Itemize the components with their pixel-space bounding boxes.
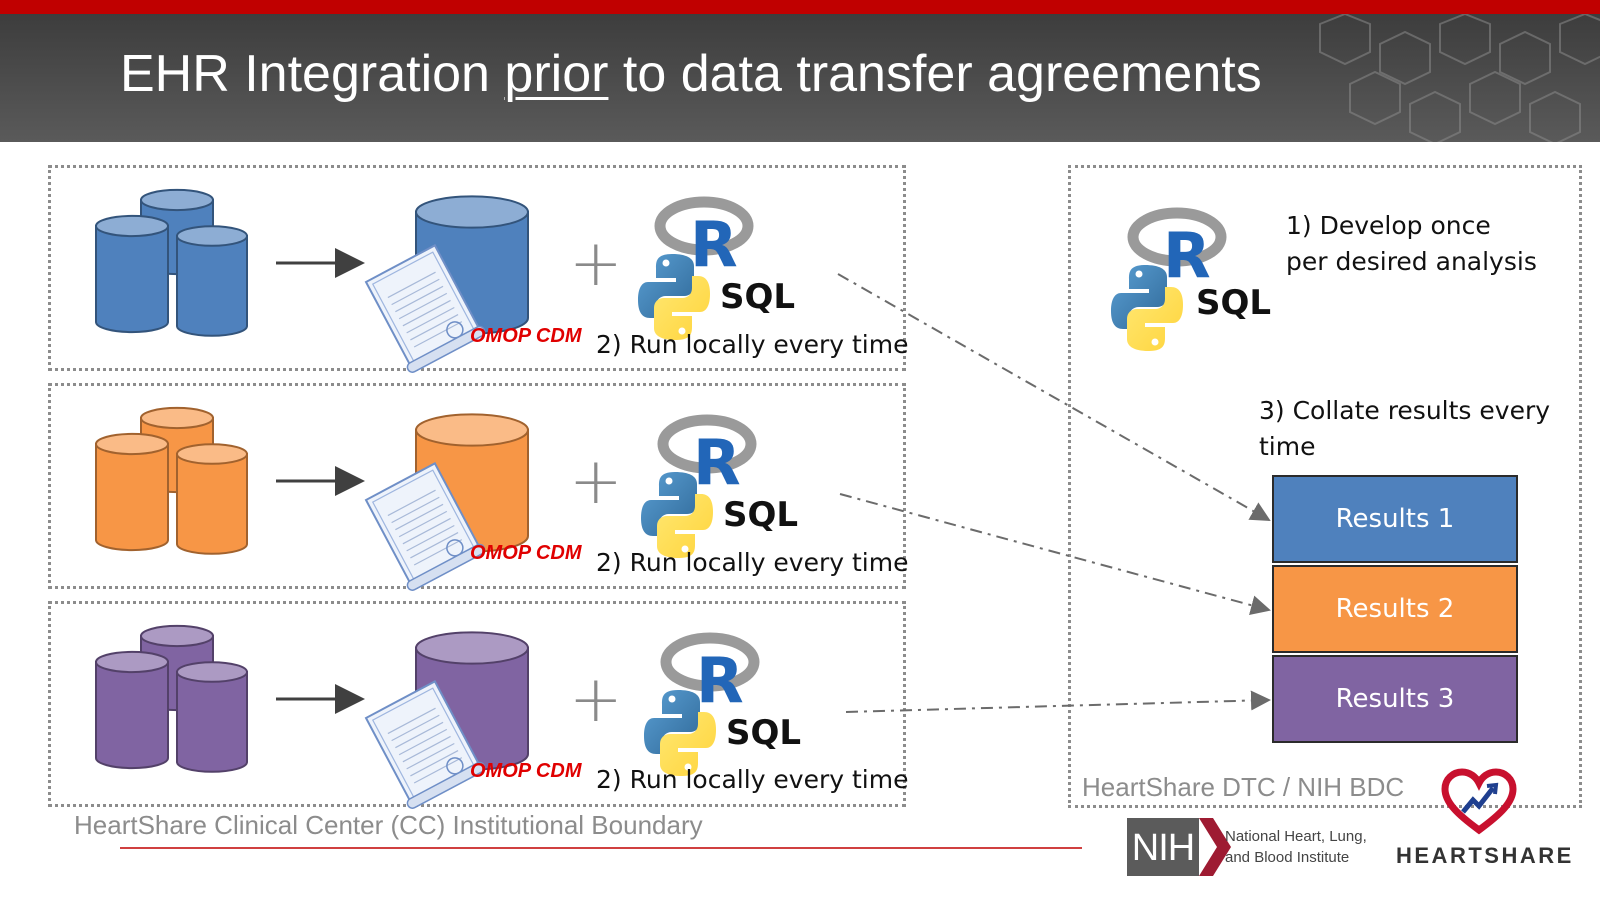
title-emphasis: prior (504, 45, 609, 103)
row3-graphics: R (95, 624, 760, 809)
results-3-box: Results 3 (1272, 655, 1518, 743)
row1-r-python-logos: R (638, 196, 754, 340)
row3-source-db-left (95, 650, 169, 770)
row1-plus: + (569, 227, 623, 301)
python-logo-icon (638, 254, 710, 340)
row1-source-db-right (176, 225, 248, 337)
row2-graphics: R (95, 406, 757, 591)
r-logo-letter: R (1163, 219, 1211, 292)
python-logo-icon (641, 472, 713, 558)
row2-source-db-left (95, 432, 169, 552)
row3-omop-label: OMOP CDM (470, 760, 582, 782)
r-logo-ring (657, 414, 757, 474)
row2-plus: + (569, 445, 623, 519)
row3-certificate-icon (364, 680, 486, 809)
row3-source-db-right (176, 661, 248, 773)
cc-row-1-panel (48, 165, 906, 371)
r-logo-ring (1127, 207, 1227, 267)
row2-omop-label: OMOP CDM (470, 542, 582, 564)
develop-step-label: 1) Develop once per desired analysis (1286, 211, 1537, 276)
r-logo-letter: R (693, 426, 741, 499)
cc-boundary-caption: HeartShare Clinical Center (CC) Institut… (74, 810, 703, 840)
python-logo-icon (644, 690, 716, 776)
dtc-panel (1068, 165, 1582, 808)
row3-plus: + (569, 663, 623, 737)
connector-row3-results3 (845, 690, 1271, 713)
heartshare-heart-icon (1441, 768, 1517, 835)
row2-r-python-logos: R (641, 414, 757, 558)
nih-institute-line1: National Heart, Lung, (1225, 828, 1367, 845)
connector-row2-results2 (839, 493, 1271, 615)
python-logo-icon (1111, 265, 1183, 351)
dtc-sql-label: SQL (1196, 283, 1272, 323)
title-banner: EHR Integration prior to data transfer a… (0, 14, 1600, 142)
row3-step-label: 2) Run locally every time (596, 765, 909, 794)
heartshare-wordmark: HEARTSHARE (1396, 843, 1574, 868)
row1-omop-label: OMOP CDM (470, 325, 582, 347)
r-logo-ring (660, 632, 760, 692)
cc-row-2-panel (48, 383, 906, 589)
row2-source-db-right (176, 443, 248, 555)
dtc-caption: HeartShare DTC / NIH BDC (1082, 772, 1405, 802)
row1-certificate-icon (364, 244, 486, 373)
title-text-start: EHR Integration (120, 45, 505, 103)
row2-sql-label: SQL (723, 495, 799, 535)
r-logo-letter: R (696, 644, 744, 717)
nih-mark-text: NIH (1131, 827, 1195, 869)
nih-institute-line2: and Blood Institute (1225, 849, 1350, 866)
cc-row-3-panel (48, 601, 906, 807)
results-2-box: Results 2 (1272, 565, 1518, 653)
row1-sql-label: SQL (720, 277, 796, 317)
hexagon-pattern (1319, 14, 1600, 142)
nih-logo (1127, 818, 1231, 876)
r-logo-letter: R (690, 208, 738, 281)
page-title: EHR Integration prior to data transfer a… (120, 44, 1262, 104)
row1-graphics: R (95, 188, 754, 373)
r-logo-ring (654, 196, 754, 256)
collate-step-label: 3) Collate results every time (1259, 396, 1551, 461)
top-accent-bar (0, 0, 1600, 14)
row2-certificate-icon (364, 462, 486, 591)
title-text-end: to data transfer agreements (608, 45, 1262, 103)
dtc-r-python-logos: R (1111, 207, 1227, 351)
row3-r-python-logos: R (644, 632, 760, 776)
connector-row1-results1 (837, 273, 1271, 521)
row1-step-label: 2) Run locally every time (596, 330, 909, 359)
row1-source-db-left (95, 214, 169, 334)
row3-sql-label: SQL (726, 713, 802, 753)
results-1-box: Results 1 (1272, 475, 1518, 563)
row2-step-label: 2) Run locally every time (596, 548, 909, 577)
